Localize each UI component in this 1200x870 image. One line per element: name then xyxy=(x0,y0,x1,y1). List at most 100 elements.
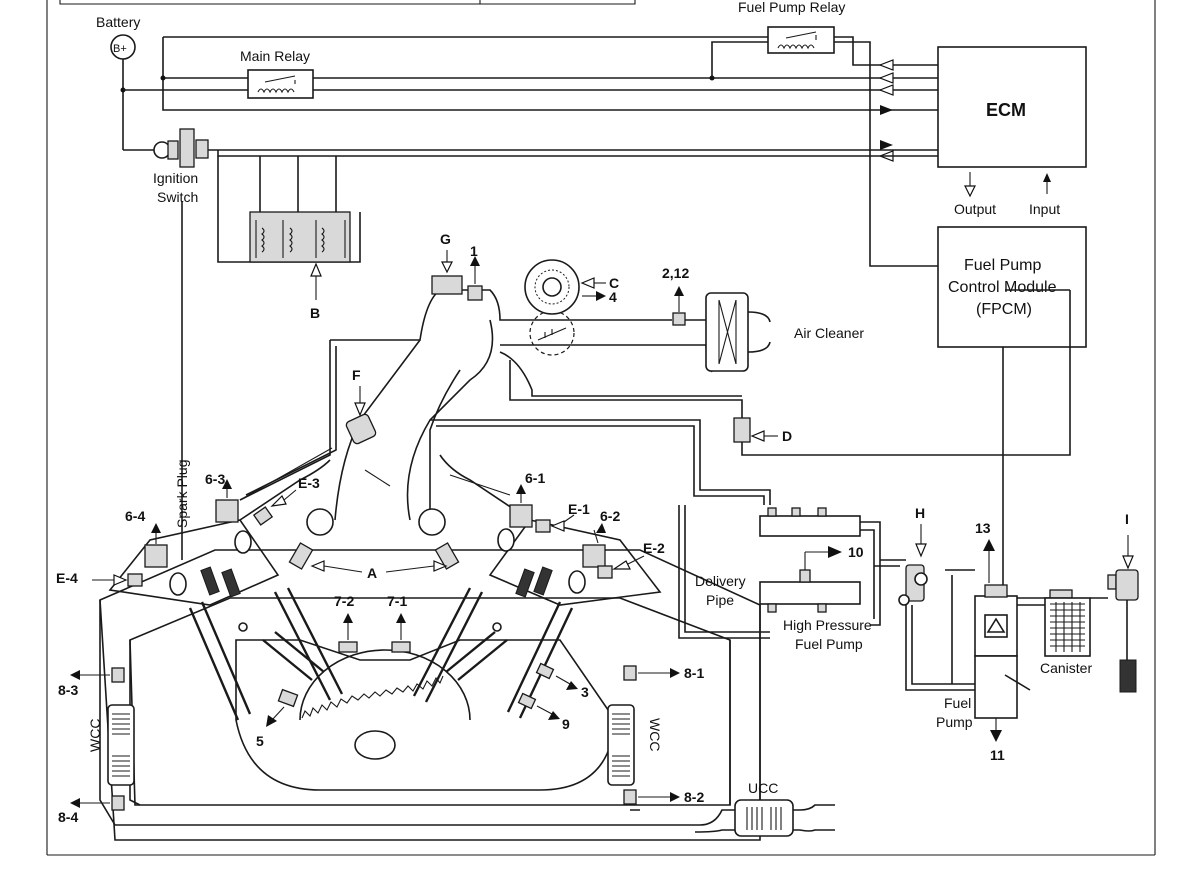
callout-5: 5 xyxy=(256,733,264,749)
callout-11: 11 xyxy=(990,747,1005,763)
exhaust-system: WCC WCC 8-3 8-4 8-1 8-2 UCC xyxy=(58,600,835,837)
sensor-E-4 xyxy=(127,573,143,587)
left-bank-liner-b xyxy=(273,587,344,701)
left-head xyxy=(108,519,280,606)
callout-7-1: 7-1 xyxy=(387,593,407,609)
e3-harness xyxy=(239,447,333,501)
callout-E-3: E-3 xyxy=(298,475,320,491)
fuel-system: 10 Delivery Pipe High Pressure Fuel Pump… xyxy=(430,419,1139,763)
hp-pump-label-1: High Pressure xyxy=(783,617,872,633)
arrow-in-1 xyxy=(878,59,894,71)
rail-port-2 xyxy=(791,507,801,517)
delivery-pipe-label-2: Pipe xyxy=(706,592,734,608)
e2-arrow xyxy=(612,560,631,570)
sensor-8-3 xyxy=(111,667,125,683)
wcc-right xyxy=(607,704,635,786)
runner-left-outer xyxy=(239,340,331,501)
callout-1: 1 xyxy=(470,243,478,259)
engine-inner-line xyxy=(129,597,731,806)
coil-block xyxy=(249,211,351,263)
sensor-10 xyxy=(799,569,811,583)
plenum-upper xyxy=(330,289,706,346)
air-inlet xyxy=(747,311,771,353)
callout-3: 3 xyxy=(581,684,589,700)
fp-relay-to-fpcm xyxy=(834,41,938,267)
fuel-pump-module-lower xyxy=(974,655,1018,719)
rail-port-3 xyxy=(817,507,827,517)
arrow-out-5 xyxy=(880,140,893,150)
s3-stem xyxy=(555,675,571,685)
runner-left-inner xyxy=(245,346,337,496)
spark-plug-left xyxy=(200,566,220,596)
main-relay: Main Relay xyxy=(240,48,314,99)
callout-G: G xyxy=(440,231,451,247)
right-bank-liner-b xyxy=(506,601,574,719)
delivery-pipe-label-1: Delivery xyxy=(695,573,746,589)
s5-stem xyxy=(271,706,285,721)
pump-motor-symbol xyxy=(986,617,1006,633)
arrow-in-2 xyxy=(878,72,894,84)
callout-7-2: 7-2 xyxy=(334,593,354,609)
sensor-1 xyxy=(467,285,483,301)
sensor-3 xyxy=(535,662,555,680)
b-arrow xyxy=(310,262,322,277)
s1-arrow xyxy=(470,256,480,266)
callout-8-3: 8-3 xyxy=(58,682,78,698)
intake-system: G 1 C 4 2,12 Air Cleaner F xyxy=(239,231,1071,521)
s72-arrow xyxy=(343,613,353,623)
h-disc-1 xyxy=(914,572,928,586)
left-rod xyxy=(262,631,325,681)
fpcm-label-2: Control Module xyxy=(948,279,1057,296)
sensor-6-1 xyxy=(509,504,533,528)
throttle-bypass xyxy=(499,351,743,415)
battery-label: Battery xyxy=(96,14,140,30)
e1-stem xyxy=(563,514,575,523)
left-exhaust-outer xyxy=(99,600,630,826)
left-exhaust-inner xyxy=(129,640,141,806)
fp-relay-coil xyxy=(777,44,815,50)
valve-D xyxy=(733,417,751,443)
main-relay-label: Main Relay xyxy=(240,48,310,64)
callout-E-2: E-2 xyxy=(643,540,665,556)
right-rod xyxy=(445,631,508,681)
h-disc-2 xyxy=(898,594,910,606)
a-stem-right xyxy=(385,565,435,573)
sensor-6-4 xyxy=(144,544,168,568)
fp-relay-feed xyxy=(711,41,768,78)
ucc-pipe xyxy=(630,804,835,833)
sensor-F xyxy=(345,413,377,445)
callout-6-3: 6-3 xyxy=(205,471,225,487)
vent-filter xyxy=(1119,659,1137,693)
h-arrow xyxy=(915,543,927,558)
callout-B: B xyxy=(310,305,320,321)
sensor-5 xyxy=(277,688,299,708)
rail-port-1 xyxy=(767,507,777,517)
callout-E-4: E-4 xyxy=(56,570,78,586)
left-bank-sensors: 6-4 E-4 6-3 E-3 xyxy=(56,447,333,598)
battery-symbol-text: B+ xyxy=(113,43,127,55)
plug-boss-3 xyxy=(234,530,252,554)
s63-arrow xyxy=(222,479,232,489)
block-sensors: 7-2 7-1 3 9 5 xyxy=(256,593,589,749)
callout-2-12: 2,12 xyxy=(662,265,689,281)
s61-harness xyxy=(449,474,511,496)
return-line xyxy=(678,505,770,639)
right-bank-sensors: 6-1 E-1 6-2 E-2 xyxy=(449,470,665,598)
s64-arrow xyxy=(151,523,161,533)
a-stem-left xyxy=(323,565,363,573)
ecm-label: ECM xyxy=(986,100,1026,120)
sensor-7-1 xyxy=(391,641,411,653)
sensor-E-1 xyxy=(535,519,551,533)
bus-line-4 xyxy=(162,37,938,111)
sensor-G xyxy=(431,275,463,295)
d-arrow xyxy=(750,430,765,442)
intake-runner-right xyxy=(406,319,494,521)
fuel-pump-relay: Fuel Pump Relay xyxy=(738,0,845,54)
callout-6-1: 6-1 xyxy=(525,470,545,486)
e1-arrow xyxy=(550,520,565,532)
hp-pump-label-2: Fuel Pump xyxy=(795,636,863,652)
ignition-label-2: Switch xyxy=(157,189,198,205)
throttle-plate xyxy=(537,327,567,341)
right-bank-liner-a xyxy=(412,587,484,703)
callout-F: F xyxy=(352,367,361,383)
